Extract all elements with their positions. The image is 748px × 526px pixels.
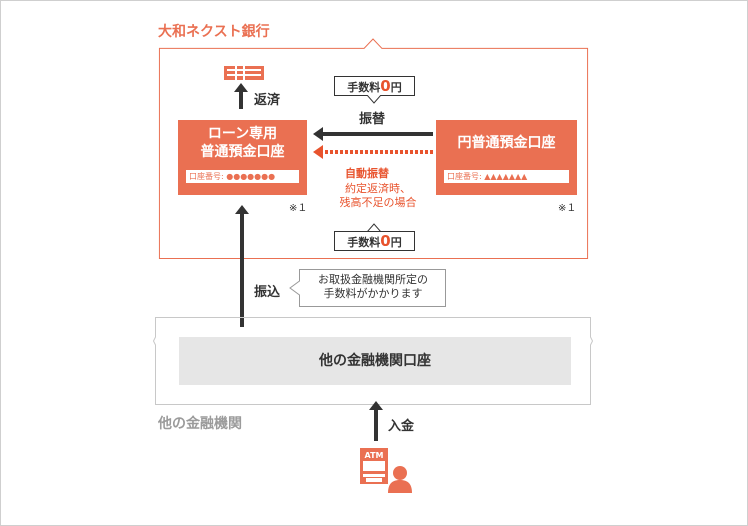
fee-note-line1: お取扱金融機関所定の — [318, 273, 428, 286]
transfer-label: 振替 — [359, 112, 386, 127]
deposit-transfer-arrow — [235, 205, 249, 327]
auto-transfer-note-line2: 残高不足の場合 — [339, 196, 417, 209]
fee-note-callout — [289, 269, 446, 307]
yen-footnote-mark: ※１ — [558, 203, 577, 214]
loan-account-number: 口座番号: ●●●●●●● — [186, 170, 299, 183]
auto-transfer-fee-box: 手数料0円 — [334, 231, 415, 251]
fee-pointer-bottom — [367, 223, 381, 232]
loan-account-box: ローン専用 普通預金口座 口座番号: ●●●●●●● — [178, 120, 307, 195]
fee-note-text: お取扱金融機関所定の 手数料がかかります — [301, 273, 445, 301]
auto-transfer-note-line1: 約定返済時、 — [345, 182, 411, 195]
fee-pointer — [367, 95, 381, 104]
fee-amount: 0 — [380, 77, 391, 95]
fee-unit-2: 円 — [390, 236, 402, 249]
transfer-arrow — [313, 127, 433, 141]
document-icon — [224, 66, 264, 80]
yen-account-title: 円普通預金口座 — [457, 135, 556, 151]
fee-amount-2: 0 — [380, 232, 391, 250]
yen-account-number: 口座番号: ▲▲▲▲▲▲▲ — [444, 170, 569, 183]
transfer-fee-box: 手数料0円 — [334, 76, 415, 96]
fee-note-line2: 手数料がかかります — [323, 287, 423, 300]
deposit-transfer-label: 振込 — [254, 285, 281, 300]
repay-label: 返済 — [254, 93, 281, 108]
cash-deposit-arrow — [369, 401, 383, 441]
yen-account-box: 円普通預金口座 口座番号: ▲▲▲▲▲▲▲ — [436, 120, 577, 195]
loan-account-title-1: ローン専用 — [207, 126, 278, 142]
other-account-box: 他の金融機関口座 — [179, 337, 571, 385]
loan-footnote-mark: ※１ — [289, 203, 308, 214]
cash-deposit-label: 入金 — [388, 419, 415, 434]
fee-unit: 円 — [390, 81, 402, 94]
repay-arrow — [234, 83, 248, 109]
auto-transfer-label: 自動振替 — [345, 167, 389, 180]
bank-frame — [158, 38, 589, 259]
other-institution-frame — [153, 317, 593, 405]
fee-prefix-2: 手数料 — [347, 236, 381, 249]
atm-icon: ATM — [360, 448, 388, 484]
auto-transfer-note: 約定返済時、 残高不足の場合 — [323, 182, 433, 210]
fee-prefix: 手数料 — [347, 81, 381, 94]
atm-label: ATM — [365, 451, 384, 460]
loan-account-title-2: 普通預金口座 — [200, 144, 285, 160]
person-icon — [388, 466, 412, 493]
bank-name: 大和ネクスト銀行 — [158, 24, 270, 40]
auto-transfer-arrow — [313, 145, 433, 159]
other-institution-label: 他の金融機関 — [158, 416, 242, 432]
